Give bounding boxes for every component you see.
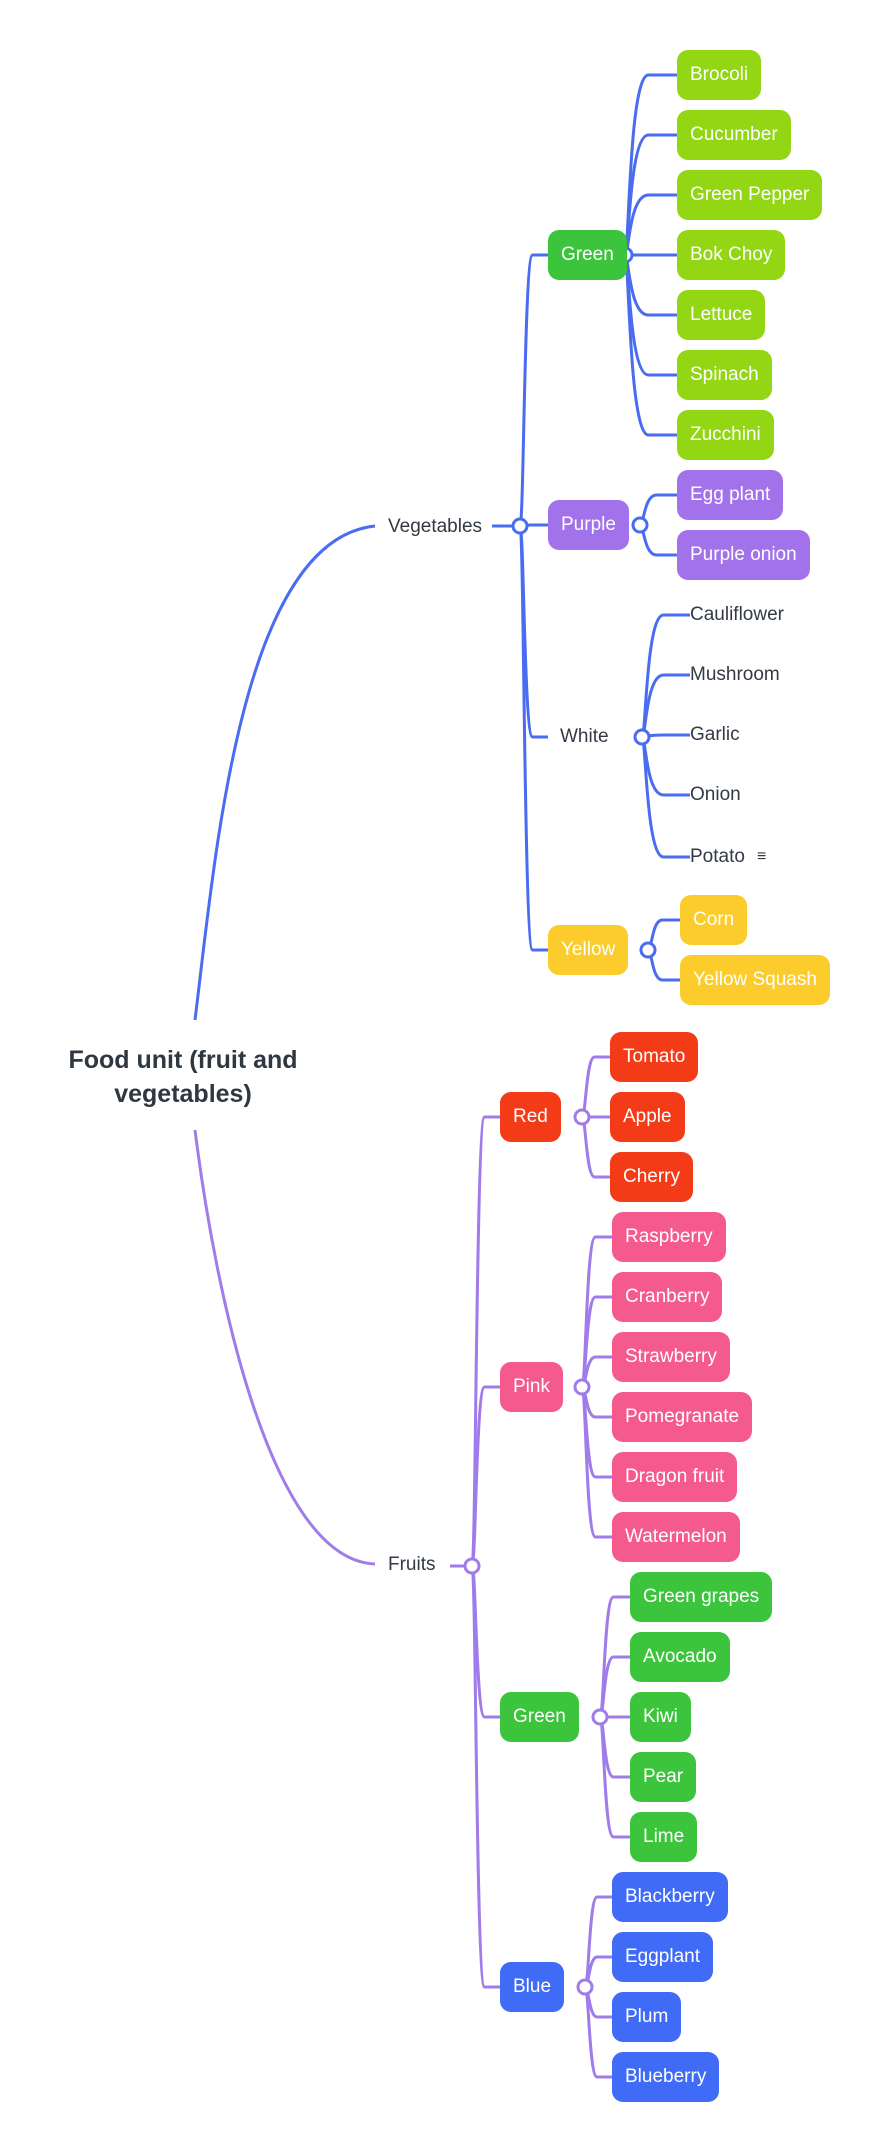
connector-fruit-group-3 <box>470 1564 500 1989</box>
fruit-item-raspberry[interactable]: Raspberry <box>612 1212 726 1262</box>
branch-vegetables[interactable]: Vegetables <box>388 516 483 537</box>
fruit-item-cherry[interactable]: Cherry <box>610 1152 694 1202</box>
veg-item-purple-onion[interactable]: Purple onion <box>677 530 810 580</box>
root-title-line1: Food unit (fruit and <box>68 1046 298 1074</box>
connector-fruit-group-1 <box>470 1385 500 1568</box>
connector-fruit-0-0 <box>580 1055 610 1119</box>
veg-item-potato-label: Potato <box>690 846 745 868</box>
veg-item-egg-plant[interactable]: Egg plant <box>677 470 784 520</box>
veg-group-white[interactable]: White <box>560 726 609 747</box>
fruit-hub-3 <box>576 1978 594 1996</box>
veg-item-zucchini[interactable]: Zucchini <box>677 410 774 460</box>
fruit-item-tomato[interactable]: Tomato <box>610 1032 699 1082</box>
veg-item-garlic[interactable]: Garlic <box>690 724 740 745</box>
connector-root-fruits <box>193 1129 376 1566</box>
veg-group-green[interactable]: Green <box>548 230 627 280</box>
fruit-group-pink[interactable]: Pink <box>500 1362 563 1412</box>
veg-item-cauliflower[interactable]: Cauliflower <box>690 604 784 625</box>
veg-hub-2 <box>633 728 651 746</box>
veg-item-bok-choy[interactable]: Bok Choy <box>677 230 786 280</box>
fruit-item-plum[interactable]: Plum <box>612 1992 682 2042</box>
root-node[interactable]: Food unit (fruit and vegetables) <box>48 1043 318 1111</box>
connector-fruit-0-2 <box>580 1115 610 1179</box>
connector-veg-0-4 <box>623 253 677 317</box>
fruit-connectors <box>449 1055 630 2079</box>
fruit-item-dragon-fruit[interactable]: Dragon fruit <box>612 1452 738 1502</box>
veg-hub-3 <box>639 941 657 959</box>
fruit-branch-hub <box>463 1557 481 1575</box>
fruit-item-apple[interactable]: Apple <box>610 1092 685 1142</box>
veg-group-yellow[interactable]: Yellow <box>548 925 629 975</box>
fruit-hub-2 <box>591 1708 609 1726</box>
fruit-item-watermelon[interactable]: Watermelon <box>612 1512 740 1562</box>
fruit-group-green[interactable]: Green <box>500 1692 579 1742</box>
note-icon[interactable]: ≡ <box>756 848 767 865</box>
veg-item-spinach[interactable]: Spinach <box>677 350 772 400</box>
veg-item-lettuce[interactable]: Lettuce <box>677 290 766 340</box>
fruit-item-strawberry[interactable]: Strawberry <box>612 1332 730 1382</box>
veg-item-brocoli[interactable]: Brocoli <box>677 50 762 100</box>
fruit-item-avocado[interactable]: Avocado <box>630 1632 730 1682</box>
connector-root-vegetables <box>193 524 376 1021</box>
fruit-item-blueberry[interactable]: Blueberry <box>612 2052 720 2102</box>
connector-veg-group-3 <box>518 524 548 952</box>
connector-veg-0-2 <box>623 193 677 257</box>
fruit-group-blue[interactable]: Blue <box>500 1962 565 2012</box>
fruit-group-red[interactable]: Red <box>500 1092 561 1142</box>
fruit-item-pomegranate[interactable]: Pomegranate <box>612 1392 753 1442</box>
connector-veg-2-1 <box>640 673 690 739</box>
veg-item-cucumber[interactable]: Cucumber <box>677 110 791 160</box>
veg-item-onion[interactable]: Onion <box>690 784 741 805</box>
root-title-line2: vegetables) <box>114 1080 252 1108</box>
veg-item-yellow-squash[interactable]: Yellow Squash <box>680 955 830 1005</box>
veg-item-green-pepper[interactable]: Green Pepper <box>677 170 823 220</box>
fruit-item-pear[interactable]: Pear <box>630 1752 697 1802</box>
fruit-item-cranberry[interactable]: Cranberry <box>612 1272 723 1322</box>
veg-item-potato[interactable]: Potato ≡ <box>690 832 766 882</box>
fruit-item-lime[interactable]: Lime <box>630 1812 698 1862</box>
connector-veg-2-4 <box>640 735 690 859</box>
veg-hub-1 <box>631 516 649 534</box>
veg-branch-hub <box>511 517 529 535</box>
fruit-item-blackberry[interactable]: Blackberry <box>612 1872 728 1922</box>
connector-veg-0-0 <box>623 73 677 257</box>
veg-item-corn[interactable]: Corn <box>680 895 748 945</box>
fruit-item-kiwi[interactable]: Kiwi <box>630 1692 691 1742</box>
connector-veg-0-6 <box>623 253 677 437</box>
fruit-item-green-grapes[interactable]: Green grapes <box>630 1572 773 1622</box>
connector-veg-2-3 <box>640 735 690 797</box>
fruit-item-eggplant[interactable]: Eggplant <box>612 1932 714 1982</box>
veg-group-purple[interactable]: Purple <box>548 500 629 550</box>
fruit-hub-1 <box>573 1378 591 1396</box>
veg-item-mushroom[interactable]: Mushroom <box>690 664 780 685</box>
branch-fruits[interactable]: Fruits <box>388 1554 436 1575</box>
fruit-hub-0 <box>573 1108 591 1126</box>
connector-veg-group-0 <box>518 253 548 528</box>
